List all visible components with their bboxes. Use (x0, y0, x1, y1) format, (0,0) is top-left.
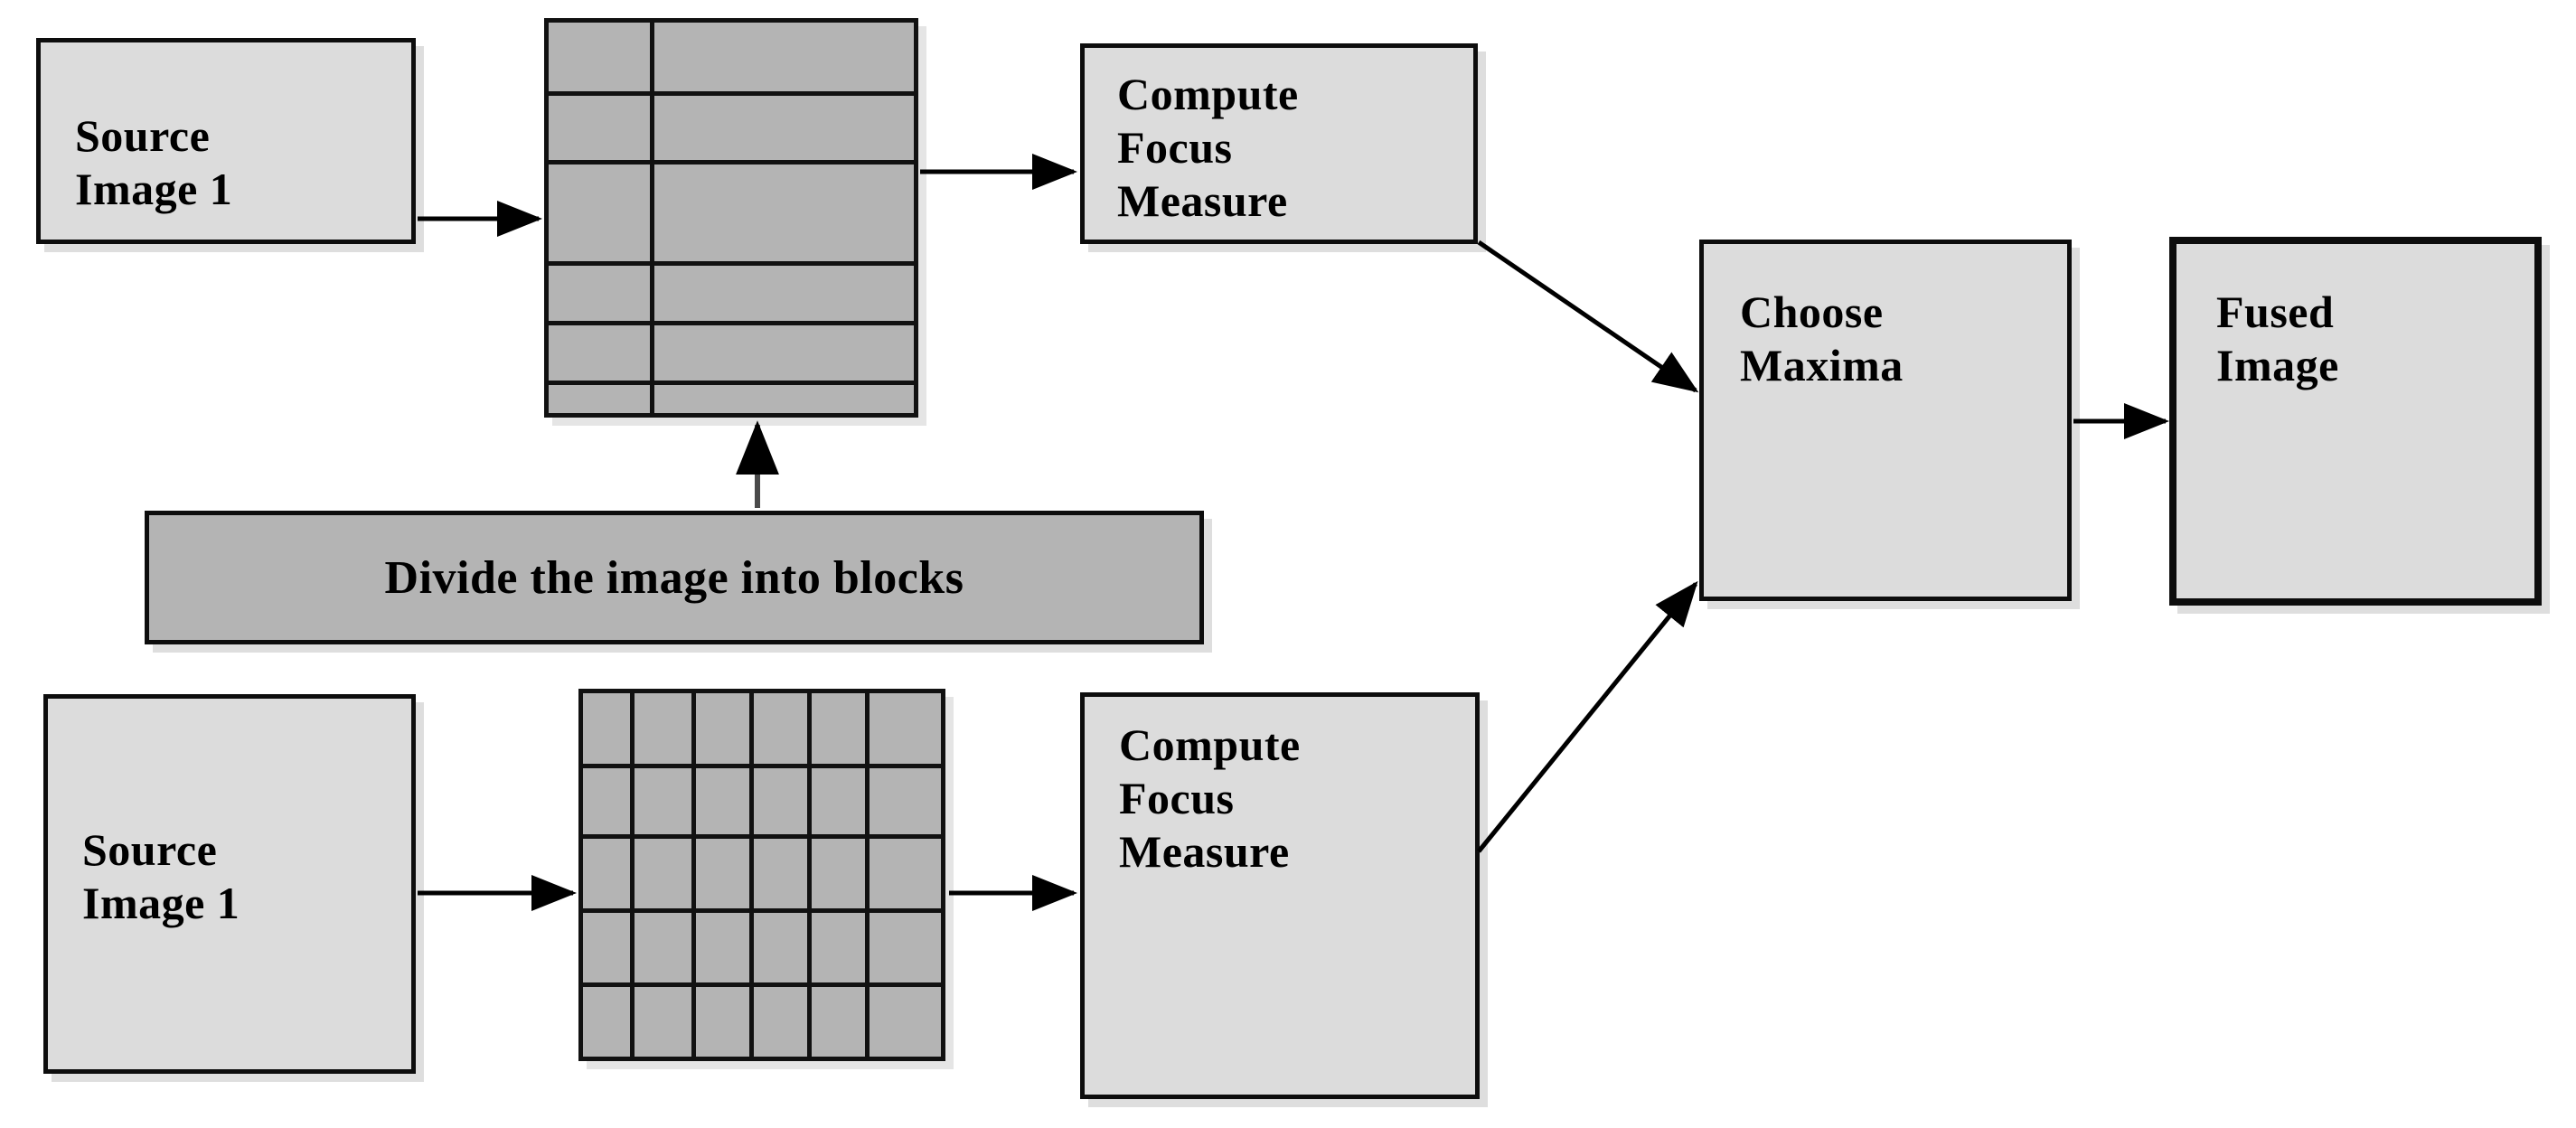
source-image-top-box[interactable]: Source Image 1 (36, 38, 416, 244)
grid-column-divider (650, 23, 654, 413)
grid-row-divider (583, 908, 941, 913)
source-image-top-label: Source Image 1 (75, 110, 233, 214)
grid-row-divider (549, 321, 914, 325)
grid-row-divider (549, 261, 914, 266)
grid-column-divider (749, 693, 754, 1057)
source-image-bottom-box[interactable]: Source Image 1 (43, 694, 416, 1074)
grid-row-divider (583, 764, 941, 768)
edge-cfm-top-to-choose-maxima (1477, 240, 1699, 393)
grid-row-divider (583, 982, 941, 987)
grid-column-divider (691, 693, 696, 1057)
block-grid-bottom (578, 689, 945, 1061)
grid-row-divider (549, 160, 914, 164)
grid-row-divider (549, 381, 914, 385)
compute-focus-measure-bottom-label: Compute Focus Measure (1119, 719, 1301, 877)
grid-column-divider (807, 693, 812, 1057)
fused-image-label: Fused Image (2216, 287, 2339, 390)
compute-focus-measure-top-label: Compute Focus Measure (1117, 69, 1299, 226)
block-grid-top (544, 18, 918, 418)
grid-column-divider (630, 693, 635, 1057)
source-image-bottom-label: Source Image 1 (82, 824, 240, 928)
divide-blocks-banner[interactable]: Divide the image into blocks (145, 511, 1204, 644)
compute-focus-measure-bottom-box[interactable]: Compute Focus Measure (1080, 692, 1480, 1099)
choose-maxima-label: Choose Maxima (1740, 287, 1904, 390)
grid-row-divider (549, 91, 914, 96)
compute-focus-measure-top-box[interactable]: Compute Focus Measure (1080, 43, 1478, 244)
divide-blocks-label: Divide the image into blocks (384, 551, 964, 604)
grid-column-divider (865, 693, 870, 1057)
edge-cfm-bottom-to-choose-maxima (1477, 580, 1698, 853)
choose-maxima-box[interactable]: Choose Maxima (1699, 240, 2072, 601)
grid-row-divider (583, 834, 941, 839)
fused-image-box[interactable]: Fused Image (2169, 237, 2542, 606)
